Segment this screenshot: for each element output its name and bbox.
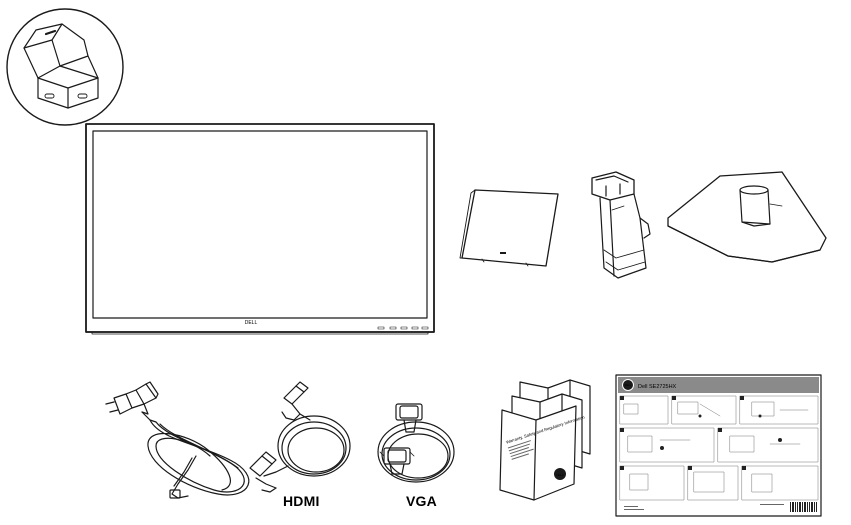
monitor-brand-logo: DELL xyxy=(245,320,258,326)
vesa-cover-illustration xyxy=(459,189,559,267)
booklet-brand-badge: DELL xyxy=(556,473,564,477)
quick-setup-guide-illustration xyxy=(615,374,822,517)
stand-base-illustration xyxy=(667,171,827,263)
power-cable-illustration xyxy=(105,381,250,499)
guide-brand-badge: DELL xyxy=(625,383,632,387)
open-box-icon xyxy=(6,8,124,126)
vga-cable-illustration xyxy=(377,403,455,483)
hdmi-cable-illustration xyxy=(249,381,351,493)
guide-barcode xyxy=(624,502,817,512)
safety-booklet-illustration: Warranty, Safety and Regulatory Informat… xyxy=(499,379,591,501)
stand-riser-illustration xyxy=(591,171,651,279)
vga-cable-label: VGA xyxy=(406,493,437,509)
monitor-illustration xyxy=(85,123,435,335)
guide-title: Dell SE2725HX xyxy=(638,384,677,390)
hdmi-cable-label: HDMI xyxy=(283,493,320,509)
